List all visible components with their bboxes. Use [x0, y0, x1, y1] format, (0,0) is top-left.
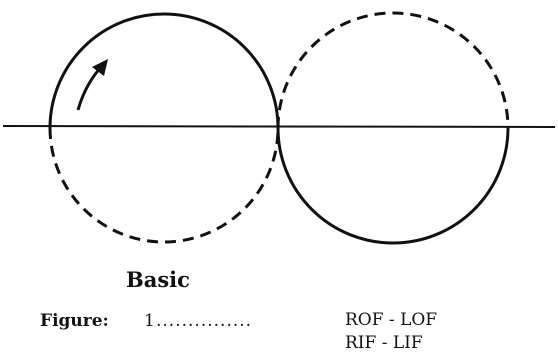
figure-edges-line-2: RIF - LIF [345, 333, 423, 353]
figure-heading: Basic [126, 267, 190, 292]
baseline [2, 125, 556, 128]
figure-edges-line-1: ROF - LOF [345, 310, 438, 330]
left-circle-solid-arc [48, 12, 280, 129]
figure-label: Figure: [40, 311, 109, 331]
right-circle-solid-arc [276, 127, 510, 245]
direction-arrow-head [92, 59, 108, 76]
right-circle-dashed-arc [276, 11, 510, 129]
figure-leader-dots: ............... [156, 311, 253, 331]
figure-number: 1 [144, 311, 155, 331]
left-circle-dashed-arc [48, 127, 280, 244]
